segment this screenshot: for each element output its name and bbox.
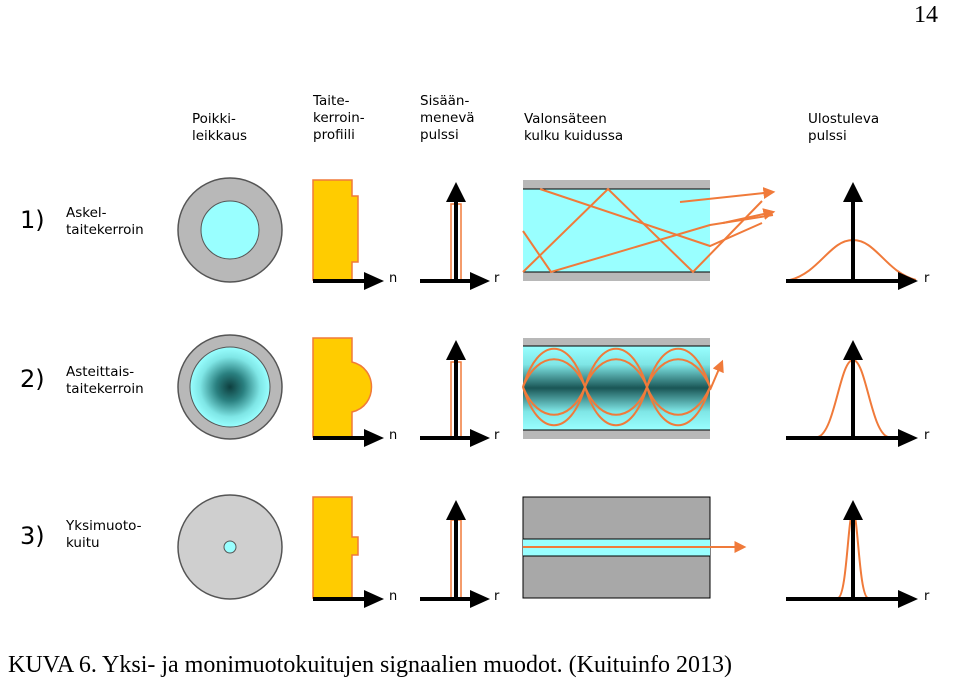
row-2-label: Asteittais- taitekerroin [66, 364, 144, 397]
row-2-axis-r-out: r [924, 428, 930, 443]
row-1-index-profile [312, 179, 359, 281]
row-2-index-profile [312, 337, 373, 438]
row-3-number: 3) [20, 522, 45, 550]
header-ray-path: Valonsäteen kulku kuidussa [524, 111, 624, 144]
row-2-cross-section [177, 334, 283, 440]
row-3-index-profile [312, 496, 359, 599]
axes [313, 182, 918, 608]
row-1-axis-n: n [389, 271, 398, 286]
row-1-ray-path [522, 180, 776, 281]
row-3-ray-path [522, 496, 747, 599]
row-2-ray-path [522, 338, 724, 439]
row-2-number: 2) [20, 365, 45, 393]
row-3-label: Yksimuoto- kuitu [66, 518, 142, 551]
row-3-axis-r-out: r [924, 589, 930, 604]
row-2-axis-r-in: r [494, 428, 500, 443]
row-1-cross-section [177, 177, 283, 283]
header-output-pulse: Ulostuleva pulssi [808, 111, 880, 144]
row-2-axis-n: n [389, 428, 398, 443]
header-input-pulse: Sisään- menevä pulssi [420, 93, 475, 143]
row-3-axis-r-in: r [494, 589, 500, 604]
row-1-axis-r-out: r [924, 271, 930, 286]
figure-caption: KUVA 6. Yksi- ja monimuotokuitujen signa… [8, 652, 732, 678]
row-3-cross-section [177, 494, 283, 600]
row-1-axis-r-in: r [494, 271, 500, 286]
page-number: 14 [914, 2, 938, 28]
row-1-label: Askel- taitekerroin [66, 205, 144, 238]
header-cross-section: Poikki- leikkaus [192, 111, 248, 144]
header-index-profile: Taite- kerroin- profiili [313, 93, 365, 143]
row-3-axis-n: n [389, 589, 398, 604]
row-1-number: 1) [20, 206, 45, 234]
fiber-diagram [177, 177, 918, 608]
